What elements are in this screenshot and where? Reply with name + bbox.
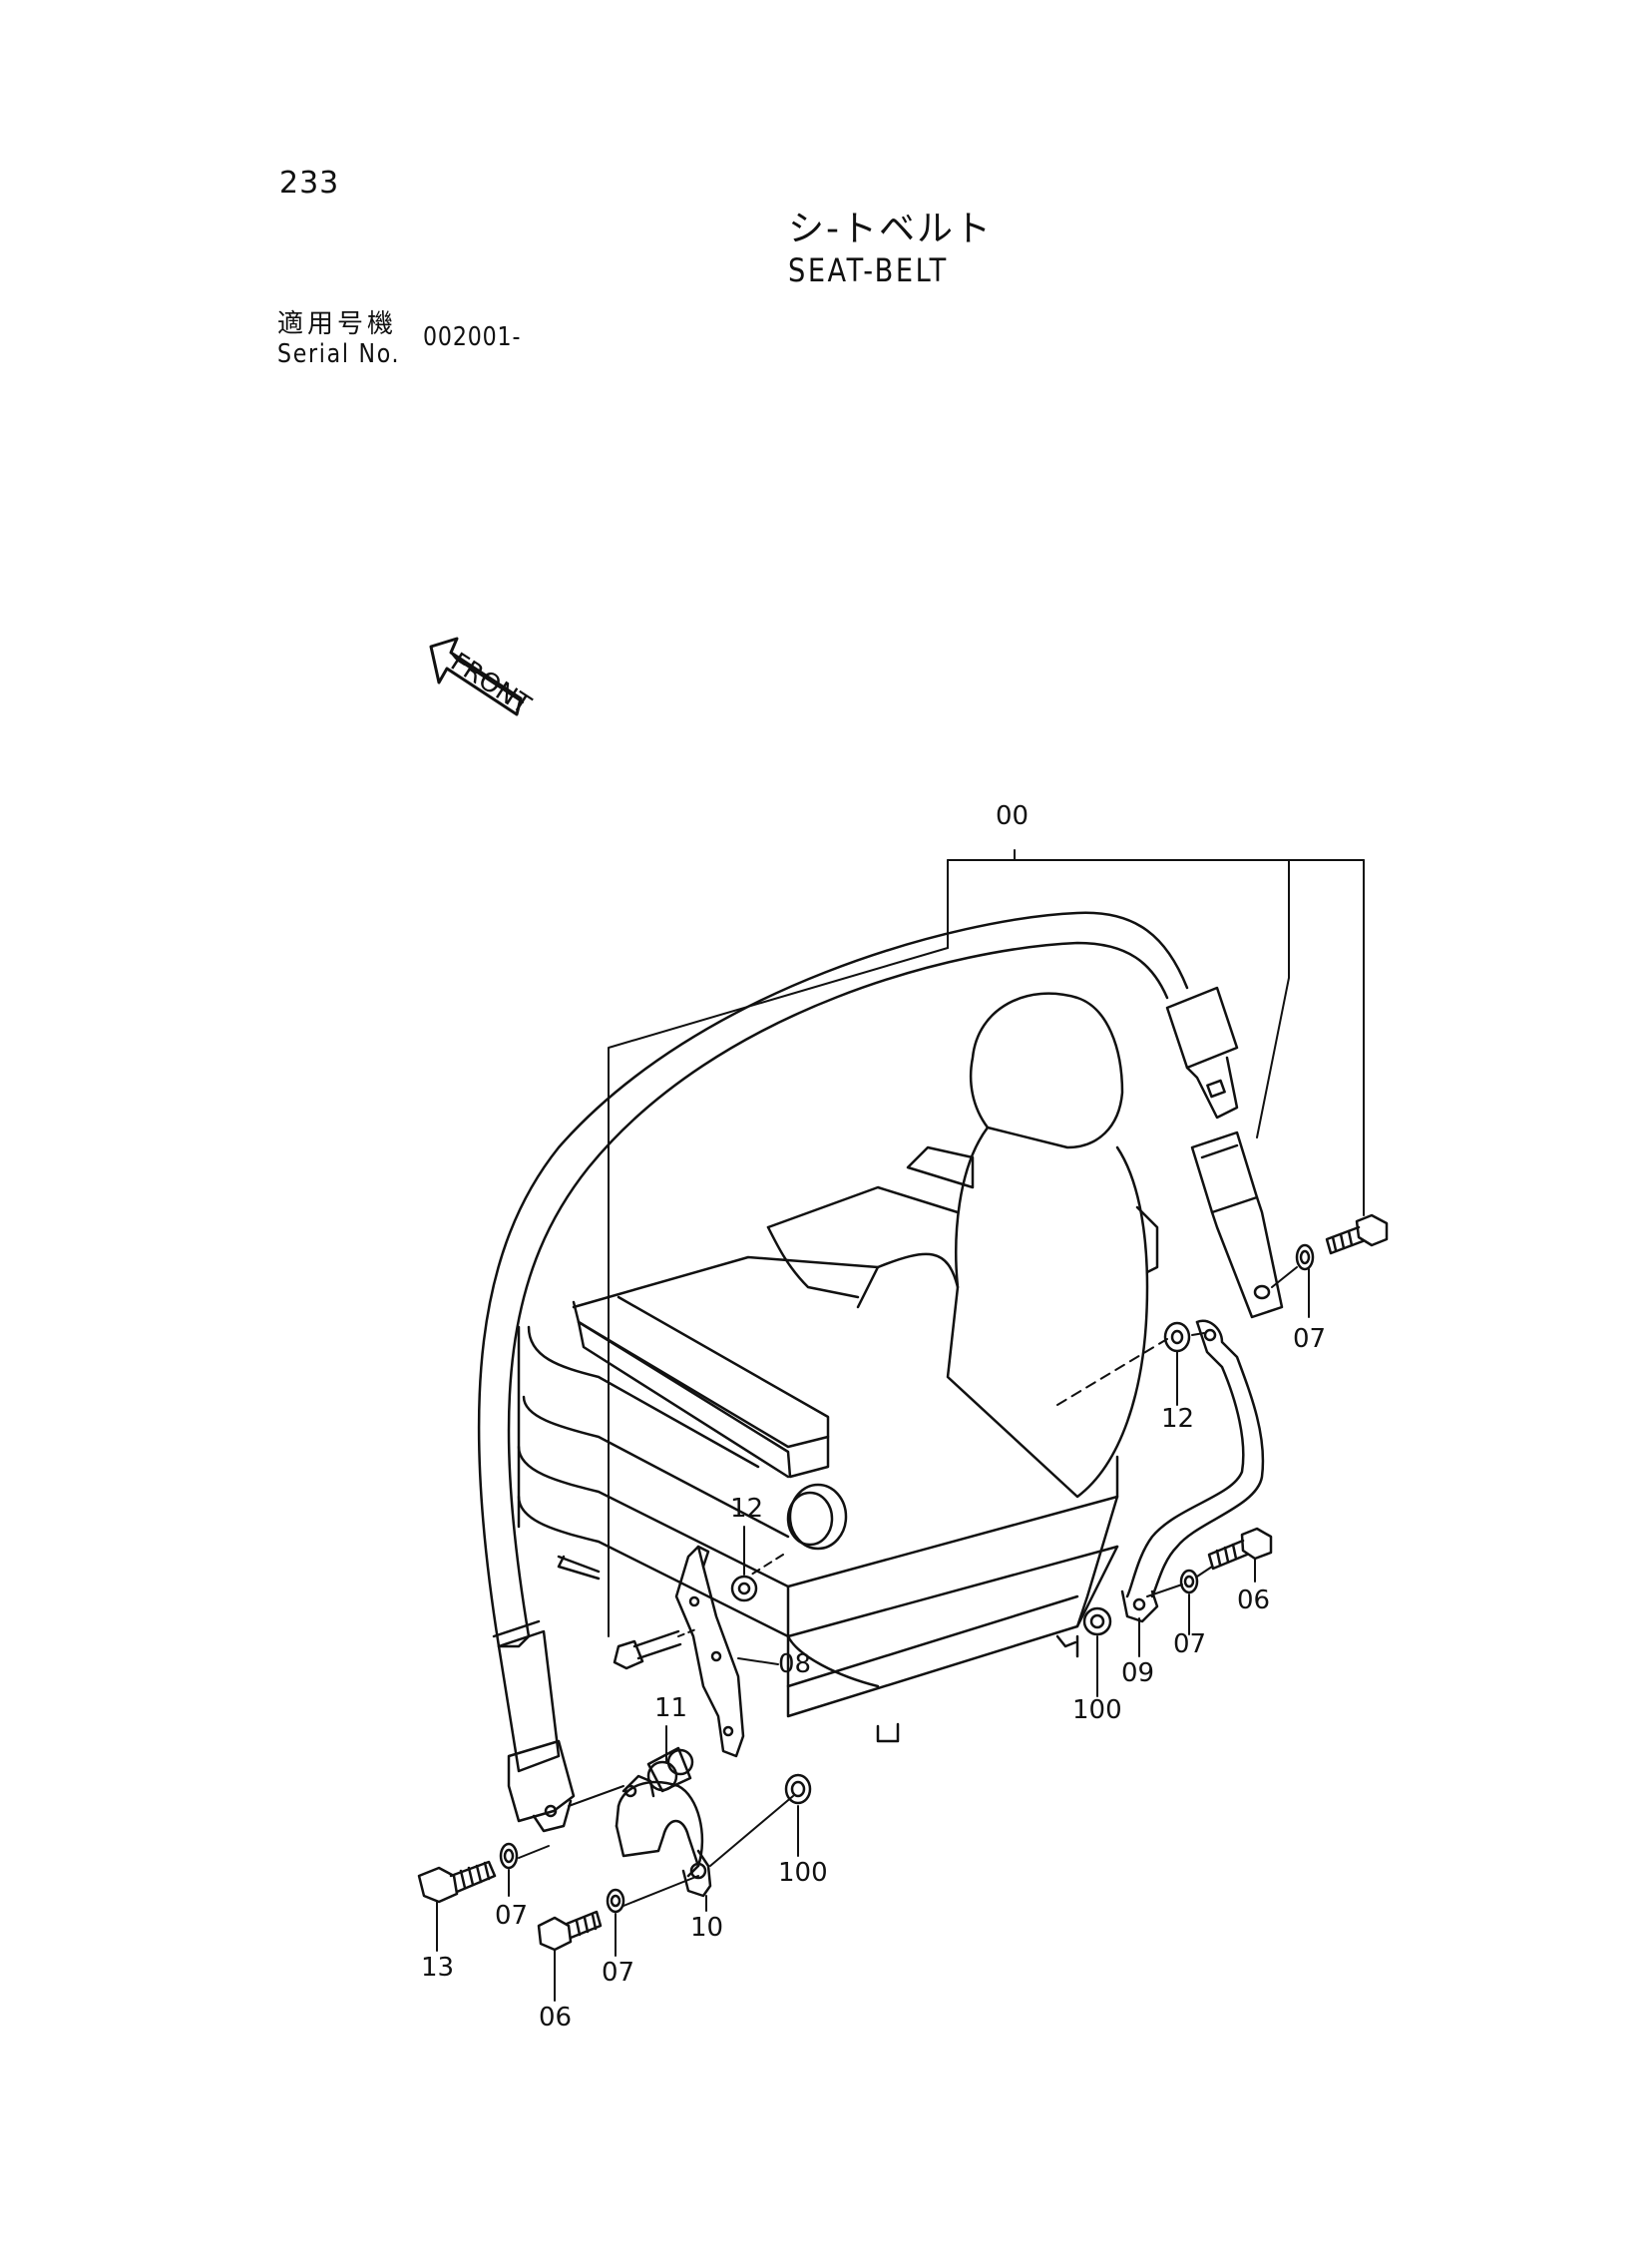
serial-label-english: Serial No. — [277, 339, 401, 369]
serial-label-japanese: 適用号機 — [277, 309, 398, 339]
part-08-bracket — [674, 1545, 745, 1758]
belt-tongue-upper — [1165, 986, 1239, 1120]
callout-06-right: 06 — [1237, 1586, 1270, 1615]
callout-07-left: 07 — [495, 1901, 528, 1931]
bolt-bracket-left — [613, 1629, 682, 1670]
callout-07-right: 07 — [1173, 1629, 1206, 1659]
callout-00: 00 — [996, 801, 1029, 831]
callout-13: 13 — [421, 1953, 454, 1983]
part-09-anchor-strap — [1120, 1319, 1265, 1623]
part-07-lockwasher-upper — [1295, 1243, 1315, 1271]
bolt-upper-right — [1325, 1213, 1389, 1255]
belt-webbing — [477, 911, 1189, 1648]
part-07-lockwasher-right — [1179, 1569, 1199, 1594]
leader-lines — [436, 849, 1365, 2002]
part-12-spacer-left — [730, 1575, 758, 1602]
page-number: 233 — [279, 166, 340, 201]
title-japanese: シ-トベルト — [788, 209, 993, 249]
part-100-washer-lower — [784, 1773, 812, 1805]
callout-100-right: 100 — [1072, 1695, 1122, 1725]
part-100-washer-right — [1082, 1606, 1112, 1636]
callout-07-lower: 07 — [602, 1958, 634, 1988]
part-13-bolt — [417, 1860, 497, 1904]
serial-number-value: 002001- — [423, 322, 522, 352]
callout-12-right: 12 — [1161, 1404, 1194, 1434]
callout-100-lower: 100 — [778, 1858, 828, 1888]
belt-lower-left — [492, 1619, 576, 1833]
callout-11: 11 — [654, 1693, 687, 1723]
callout-12-left: 12 — [730, 1494, 763, 1524]
part-07-lockwasher-lower — [606, 1888, 625, 1914]
front-arrow-label: FRONT — [445, 648, 536, 721]
part-12-spacer-right — [1163, 1321, 1191, 1353]
callout-10: 10 — [690, 1913, 723, 1943]
part-10-belt-strap — [615, 1774, 712, 1898]
part-07-lockwasher-left — [499, 1842, 519, 1870]
callout-labels: 00 07 12 12 06 07 08 09 100 11 100 07 10… — [421, 801, 1326, 2033]
front-arrow-icon: FRONT — [429, 637, 536, 721]
callout-08: 08 — [778, 1649, 811, 1679]
callout-06-lower: 06 — [539, 2003, 572, 2033]
title-english: SEAT-BELT — [788, 251, 949, 289]
buckle-upper — [1190, 1131, 1284, 1319]
seat-illustration — [517, 992, 1159, 1743]
part-06-bolt-lower — [537, 1910, 603, 1952]
callout-07-upper: 07 — [1293, 1324, 1326, 1354]
part-06-bolt-right — [1207, 1527, 1273, 1571]
callout-09: 09 — [1121, 1658, 1154, 1688]
